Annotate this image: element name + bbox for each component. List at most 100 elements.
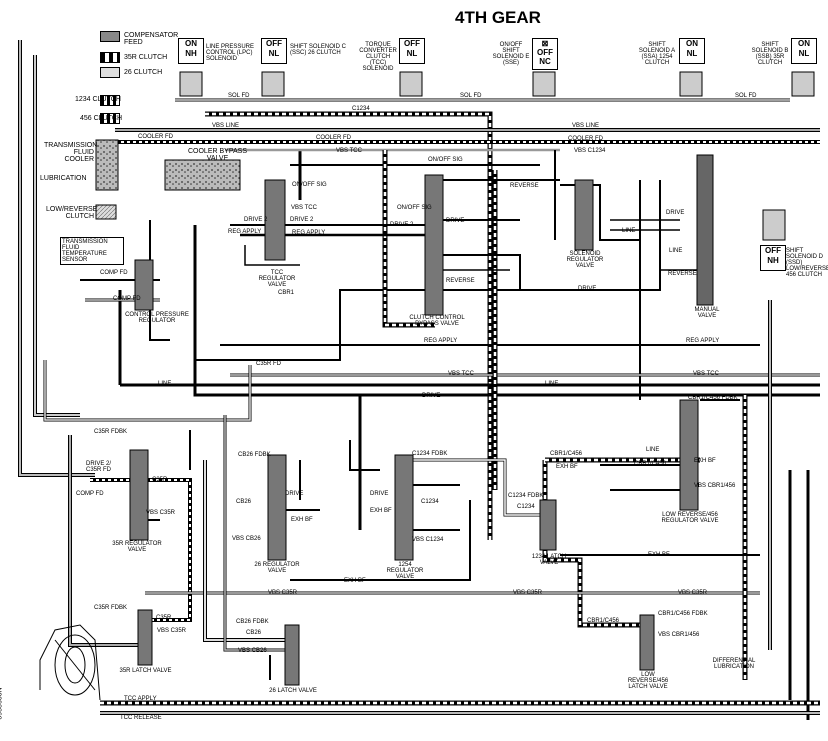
line-c1234-top: C1234 (352, 106, 370, 112)
line-cooler-fd-3: COOLER FD (568, 136, 604, 142)
line-drive-4: DRIVE (666, 210, 685, 216)
line-cbr1-c456-fdbk-1: CBR1/C456 FDBK (688, 395, 738, 401)
line-line-3: LINE (622, 228, 636, 234)
line-c35r-2: C35R (156, 615, 172, 621)
line-vbs-line-1: VBS LINE (212, 123, 240, 129)
line-drive-1: DRIVE (446, 218, 465, 224)
temp-sensor-label: TRANSMISSION FLUID TEMPERATURE SENSOR (60, 237, 124, 265)
line-vbs-tcc-4: VBS TCC (693, 371, 719, 377)
line-drive-2: DRIVE (578, 286, 597, 292)
solenoid-tcc-desc: TORQUE CONVERTER CLUTCH (TCC) SOLENOID (359, 42, 397, 72)
line-vbs-tcc-1: VBS TCC (336, 148, 362, 154)
legend-label-1234: 1234 CLUTCH (75, 96, 121, 103)
line-reg-apply-4: REG APPLY (686, 338, 720, 344)
line-vbs-cb26-2: VBS CB26 (238, 648, 267, 654)
line-exh-bf-4: EXH BF (648, 552, 670, 558)
line-c35r-fd: C35R FD (256, 361, 282, 367)
legend-swatch-1234 (100, 95, 120, 106)
line-drive-6: DRIVE (285, 491, 304, 497)
solenoid-ssb-desc: SHIFT SOLENOID B (SSB) 35R CLUTCH (751, 42, 789, 66)
line-on-off-sig-2: ON/OFF SIG (428, 157, 463, 163)
line-vbs-c1234-top: VBS C1234 (574, 148, 606, 154)
solenoid-sse-desc: ON/OFF SHIFT SOLENOID E (SSE) (492, 42, 530, 66)
line-drive-5: DRIVE (370, 491, 389, 497)
line-sol-fd-3: SOL FD (735, 93, 757, 99)
cooler-bypass-label: COOLER BYPASS VALVE (187, 148, 247, 162)
line-vbs-c35r-4: VBS C35R (513, 590, 543, 596)
line-cb26-fdbk: CB26 FDBK (238, 452, 271, 458)
diagram-title: 4TH GEAR (455, 8, 541, 27)
line-cbr1: CBR1 (278, 290, 295, 296)
line-line-1: LINE (158, 381, 172, 387)
line-exh-bf-1: EXH BF (291, 517, 313, 523)
line-c1234-1: C1234 (421, 499, 439, 505)
line-comp-fd-2: COMP FD (113, 296, 141, 302)
solenoid-ssa-desc: SHIFT SOLENOID A (SSA) 1254 CLUTCH (638, 42, 676, 66)
line-vbs-cbr1-456-1: VBS CBR1/456 (694, 483, 736, 489)
line-cooler-fd-1: COOLER FD (138, 134, 174, 140)
line-reg-apply-1: REG APPLY (228, 229, 262, 235)
line-drive-3: DRIVE (422, 393, 441, 399)
cooler-label: TRANSMISSION FLUID COOLER (44, 142, 98, 163)
legend-swatch-compensator (100, 31, 120, 42)
latch35r-label: 35R LATCH VALVE (119, 668, 172, 674)
line-cbr1-c456-fdbk-2: CBR1/C456 FDBK (658, 611, 708, 617)
line-sol-fd-1: SOL FD (228, 93, 250, 99)
legend-label-35r: 35R CLUTCH (124, 54, 168, 61)
manual-valve-label: MANUAL VALVE (694, 307, 720, 319)
line-on-off-sig-3: ON/OFF SIG (397, 205, 432, 211)
line-vbs-tcc-2: VBS TCC (291, 205, 317, 211)
line-vbs-tcc-3: VBS TCC (448, 371, 474, 377)
line-drive2-c35r: DRIVE 2/ C35R FD (86, 461, 112, 473)
solenoid-ssc-desc: SHIFT SOLENOID C (SSC) 26 CLUTCH (290, 44, 346, 56)
tcc-reg-label: TCC REGULATOR VALVE (258, 270, 296, 288)
line-cbr1-c456-2: CBR1/C456 (634, 461, 667, 467)
line-sol-fd-2: SOL FD (460, 93, 482, 99)
legend-label-456: 456 CLUTCH (80, 115, 123, 122)
line-vbs-line-2: VBS LINE (572, 123, 600, 129)
line-exh-bf-2: EXH BF (370, 508, 392, 514)
line-reverse-1: REVERSE (510, 183, 539, 189)
latch26-label: 26 LATCH VALVE (269, 688, 317, 694)
line-line-4: LINE (669, 248, 683, 254)
line-c1234-fdbk: C1234 FDBK (412, 451, 448, 457)
line-vbs-c35r-2: VBS C35R (157, 628, 187, 634)
legend-label-compensator: COMPENSATOR FEED (124, 32, 179, 46)
reg35r-label: 35R REGULATOR VALVE (112, 541, 162, 553)
line-exh-bf-5: EXH BF (556, 464, 578, 470)
line-on-off-sig-1: ON/OFF SIG (292, 182, 327, 188)
line-drive2-3: DRIVE 2 (390, 222, 414, 228)
ccb-label: CLUTCH CONTROL BYPASS VALVE (409, 315, 465, 327)
low-reverse-label: LOW/REVERSE CLUTCH (46, 206, 98, 220)
line-line-5: LINE (646, 447, 660, 453)
line-c35r-1: C35R (152, 477, 168, 483)
line-comp-fd-3: COMP FD (76, 491, 104, 497)
line-vbs-cbr1-456-2: VBS CBR1/456 (658, 632, 700, 638)
line-cooler-fd-2: COOLER FD (316, 135, 352, 141)
line-cb26-fdbk-2: CB26 FDBK (236, 619, 269, 625)
lowrev-reg-label: LOW REVERSE/456 REGULATOR VALVE (661, 512, 719, 524)
line-c35r-fdbk-1: C35R FDBK (94, 429, 128, 435)
line-tcc-release: TCC RELEASE (120, 715, 162, 721)
line-line-2: LINE (545, 381, 559, 387)
legend-swatch-456 (100, 113, 120, 124)
legend-swatch-35r (100, 52, 120, 63)
line-cb26-2: CB26 (246, 630, 262, 636)
line-vbs-cb26-1: VBS CB26 (232, 536, 261, 542)
line-cbr1-c456-1: CBR1/C456 (550, 451, 583, 457)
legend-swatch-26 (100, 67, 120, 78)
line-cbr1-c456-3: CBR1/C456 (587, 618, 620, 624)
solenoid-reg-label: SOLENOID REGULATOR VALVE (566, 251, 604, 269)
diff-lube-label: DIFFERENTIAL LUBRICATION (712, 658, 756, 670)
line-exh-bf-3: EXH BF (344, 578, 366, 584)
line-exh-bf-6: EXH BF (694, 458, 716, 464)
line-vbs-c1234-2: VBS C1234 (412, 537, 444, 543)
line-vbs-c35r-5: VBS C35R (678, 590, 708, 596)
line-tcc-apply: TCC APPLY (124, 696, 157, 702)
